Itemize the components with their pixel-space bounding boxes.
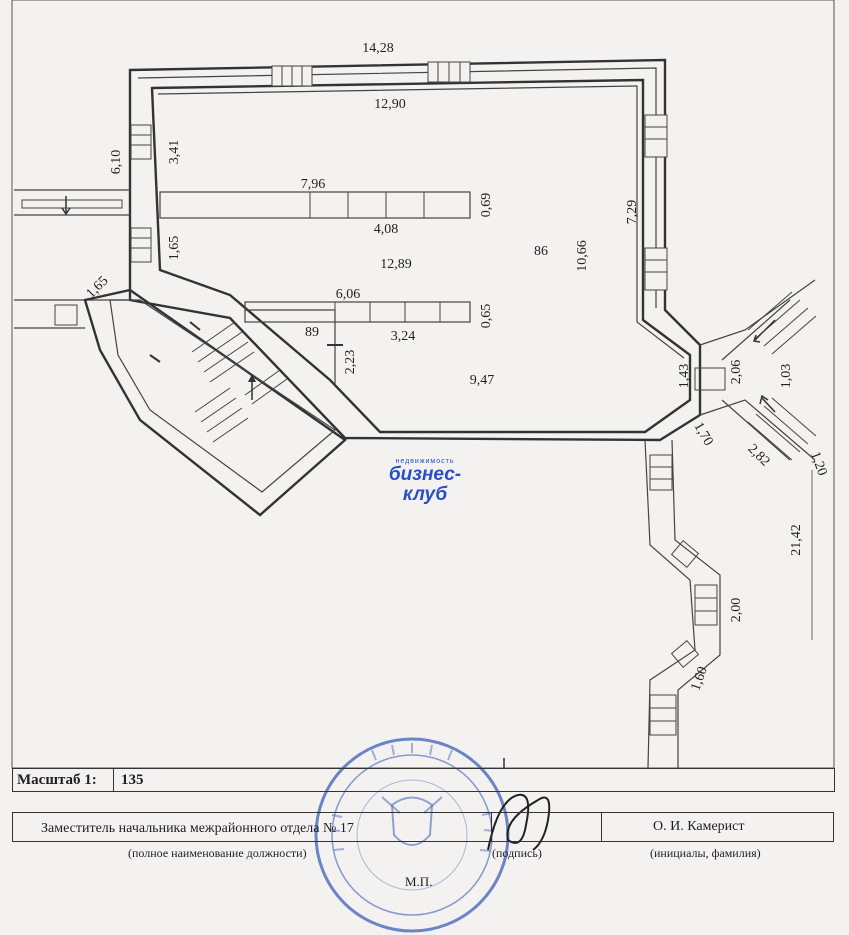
dim-lower-right-a: 1,70: [690, 420, 715, 449]
dim-left-outer: 6,10: [109, 150, 124, 175]
scale-separator: [113, 769, 114, 791]
room-number-main: 86: [534, 244, 548, 259]
position-title: Заместитель начальника межрайонного отде…: [41, 821, 354, 836]
watermark-logo: недвижимость бизнес-клуб: [370, 458, 480, 505]
window-top-right: [427, 61, 471, 83]
right-entrance: [694, 279, 817, 461]
dim-partition-upper-w: 0,69: [479, 193, 494, 218]
right-corridor: [644, 439, 721, 769]
window-left-upper: [130, 124, 152, 160]
scale-value: 135: [121, 772, 144, 788]
scale-row: Масштаб 1: 135: [12, 768, 835, 792]
dim-right-outer: 7,29: [625, 200, 640, 225]
window-right-upper: [644, 114, 668, 158]
position-cell: [13, 813, 492, 841]
official-name: О. И. Камерист: [653, 819, 745, 834]
window-top-left: [271, 65, 313, 87]
stair-block: [83, 288, 347, 517]
position-caption: (полное наименование должности): [128, 846, 307, 860]
dim-mid-len: 12,89: [380, 257, 412, 272]
dim-bottom-len: 9,47: [470, 373, 495, 388]
seal-label: М.П.: [405, 874, 433, 889]
signature-row: Заместитель начальника межрайонного отде…: [12, 812, 834, 842]
dim-segment-324: 3,24: [391, 329, 416, 344]
signature-cell: [491, 813, 602, 841]
dim-right-far: 1,03: [779, 364, 794, 389]
dim-stair-side: 1,65: [84, 274, 112, 302]
dim-right-small: 1,43: [677, 364, 692, 389]
floor-plan: 14,28 12,90 3,41 6,10 7,96 0,69 4,08 1,6…: [11, 0, 835, 769]
stair-steps: [191, 321, 288, 443]
dim-top-outer: 14,28: [362, 41, 394, 56]
window-left-lower: [130, 227, 152, 263]
dim-right-mid: 2,06: [729, 360, 744, 385]
left-entrance: [14, 189, 130, 329]
dim-segment-408: 4,08: [374, 222, 399, 237]
dim-small-room-side: 2,23: [343, 350, 358, 375]
small-room-wall: [245, 309, 343, 385]
signature-caption: (подпись): [492, 846, 542, 860]
dim-partition-upper-len: 7,96: [301, 177, 326, 192]
dim-partition-lower-w: 0,65: [479, 304, 494, 329]
right-stair-upper: [747, 291, 817, 355]
dim-top-inner: 12,90: [374, 97, 406, 112]
handwritten-signature: [487, 793, 551, 851]
dim-long-right: 21,42: [789, 524, 804, 556]
partition-lower: [244, 301, 471, 323]
dim-corridor-a: 2,00: [729, 598, 744, 623]
building-outer-wall: [128, 58, 702, 442]
main-hall-wall: [150, 78, 692, 434]
dim-lower-right-b: 2,82: [745, 442, 773, 470]
dim-right-inner: 10,66: [575, 240, 590, 272]
logo-small-text: недвижимость: [395, 458, 455, 465]
dim-left-lower: 1,65: [167, 236, 182, 261]
scale-label: Масштаб 1:: [17, 772, 97, 788]
name-caption: (инициалы, фамилия): [650, 846, 761, 860]
right-stair-lower: [747, 397, 817, 461]
dim-corridor-b: 1,60: [688, 665, 710, 693]
partition-upper: [159, 191, 471, 219]
dim-partition-lower-len: 6,06: [336, 287, 361, 302]
dim-lower-right-c: 1,20: [807, 450, 829, 478]
room-number-small: 89: [305, 325, 319, 340]
logo-big-text: бизнес-клуб: [388, 464, 462, 505]
window-right-lower: [644, 247, 668, 291]
dim-left-upper: 3,41: [167, 140, 182, 165]
